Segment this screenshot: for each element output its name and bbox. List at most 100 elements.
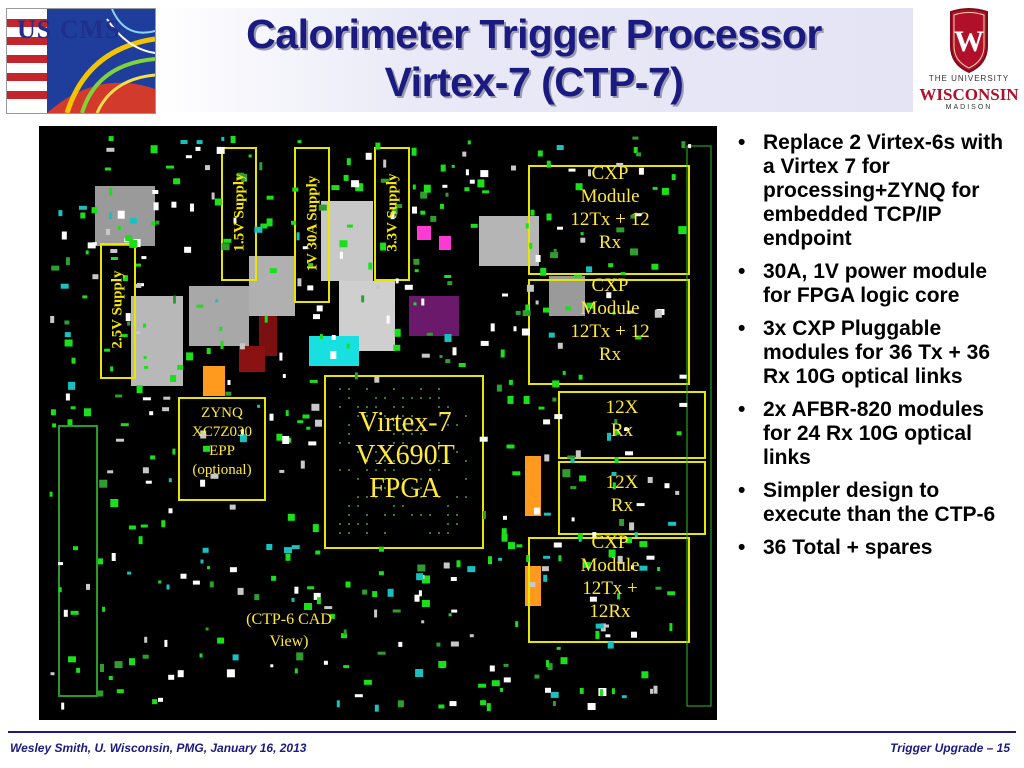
bga-ball	[447, 415, 449, 417]
pcb-pad	[279, 352, 283, 361]
pcb-pad	[614, 457, 619, 464]
bga-ball	[366, 523, 368, 525]
bga-ball	[348, 433, 350, 435]
pcb-pad	[605, 624, 609, 628]
uw-logo: W THE UNIVERSITY WISCONSIN MADISON	[916, 6, 1022, 112]
pcb-pad	[380, 242, 387, 251]
supply-label-2-5v: 2.5V Supply	[109, 270, 126, 349]
bga-ball	[375, 397, 377, 399]
pcb-pad	[285, 553, 291, 561]
pcb-pad	[144, 636, 148, 643]
pcb-pad	[462, 151, 467, 157]
pcb-pad	[452, 347, 457, 356]
pcb-pad	[650, 688, 653, 694]
pcb-pad	[116, 689, 124, 694]
pcb-pad	[418, 590, 422, 597]
bullet-text: Replace 2 Virtex-6s with a Virtex 7 for …	[763, 131, 1004, 250]
pcb-pad	[297, 278, 302, 287]
uscms-logo: US CMS	[6, 8, 156, 114]
pcb-pad	[552, 397, 557, 402]
pcb-pad	[309, 379, 318, 383]
bullet-item: •30A, 1V power module for FPGA logic cor…	[736, 260, 1016, 308]
module-label-line: Rx	[598, 232, 622, 253]
bga-ball	[420, 388, 422, 390]
pcb-pad	[620, 272, 626, 276]
pcb-pad	[211, 192, 215, 200]
pcb-pad	[307, 586, 315, 590]
bga-ball	[384, 514, 386, 516]
pcb-pad	[667, 591, 676, 596]
bga-ball	[339, 406, 341, 408]
bullet-dot-icon: •	[738, 536, 746, 559]
pcb-pad	[503, 663, 509, 667]
bullet-dot-icon: •	[738, 317, 746, 340]
pcb-pad	[276, 433, 283, 441]
pcb-pad	[395, 278, 399, 284]
pcb-pad	[161, 520, 166, 528]
bullet-dot-icon: •	[738, 131, 746, 154]
pcb-pad	[71, 357, 76, 364]
pcb-pad	[166, 584, 170, 590]
pcb-pad	[626, 310, 634, 314]
bga-ball	[438, 388, 440, 390]
pcb-pad	[266, 544, 273, 550]
pcb-pad	[116, 438, 124, 442]
pcb-pad	[546, 160, 551, 168]
pcb-pad	[164, 639, 168, 647]
pcb-pad	[451, 164, 455, 168]
fpga-outline	[324, 375, 484, 549]
pcb-pad	[397, 700, 404, 708]
pcb-pad	[577, 533, 583, 540]
pcb-pad	[548, 332, 555, 338]
pcb-pad	[580, 237, 586, 243]
afbr-module-2-outline	[558, 461, 706, 535]
pcb-pad	[679, 374, 687, 379]
pcb-pad	[647, 477, 653, 483]
pcb-pad	[339, 251, 343, 259]
pcb-pad	[232, 654, 239, 661]
pcb-pad	[125, 235, 133, 242]
pcb-pad	[394, 328, 401, 337]
pcb-pad	[354, 372, 358, 380]
pcb-pad	[70, 610, 79, 615]
pcb-pad	[63, 609, 68, 617]
pcb-pad	[64, 332, 71, 338]
bga-ball	[402, 424, 404, 426]
pcb-pad	[444, 275, 452, 278]
bullet-dot-icon: •	[738, 479, 746, 502]
board-cad-view: 1.5V Supply 1V 30A Supply 3.3V Supply 2.…	[39, 126, 717, 720]
pcb-pad	[500, 349, 505, 358]
pcb-pad	[629, 522, 635, 531]
pcb-pad	[296, 232, 300, 241]
pcb-pad	[523, 396, 530, 404]
pcb-pad	[284, 547, 292, 554]
pcb-pad	[200, 479, 206, 487]
pcb-pad	[282, 374, 286, 378]
pcb-pad	[393, 344, 401, 351]
pcb-pad	[65, 393, 70, 401]
bga-ball	[366, 388, 368, 390]
pcb-pad	[158, 580, 162, 584]
bga-ball	[348, 397, 350, 399]
pcb-pad	[51, 265, 60, 271]
pcb-pad	[630, 565, 634, 570]
pcb-pad	[292, 187, 299, 192]
pcb-pad	[440, 164, 446, 172]
pcb-pad	[543, 307, 549, 313]
pcb-pad	[297, 420, 304, 424]
pcb-pad	[140, 524, 148, 528]
pcb-pad	[152, 699, 158, 705]
bga-ball	[366, 469, 368, 471]
pcb-pad	[612, 311, 616, 315]
bga-ball	[366, 406, 368, 408]
pcb-pad	[99, 479, 108, 488]
pcb-pad	[136, 263, 141, 267]
pcb-pad	[496, 384, 502, 392]
pcb-pad	[529, 242, 533, 249]
pcb-pad	[171, 201, 177, 208]
pcb-pad	[248, 154, 252, 158]
title-line-2: Virtex-7 (CTP-7)	[384, 59, 684, 105]
pcb-pad	[413, 302, 417, 306]
pcb-pad	[616, 162, 624, 167]
pcb-pad	[600, 689, 603, 697]
